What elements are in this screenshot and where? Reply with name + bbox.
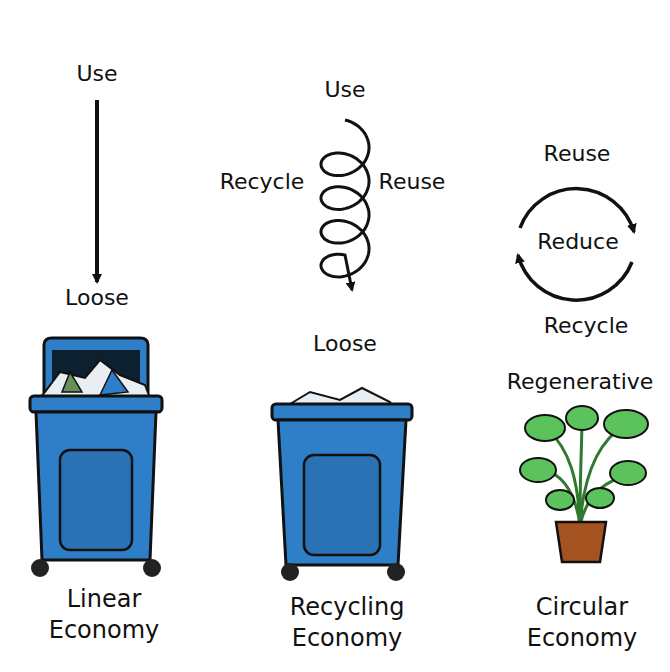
step-label: Recycle — [544, 312, 629, 341]
step-label: Reuse — [379, 168, 446, 197]
full-bin — [30, 338, 162, 577]
economy-title: Recycling Economy — [272, 592, 422, 654]
step-label: Use — [76, 60, 117, 89]
step-label: Loose — [313, 330, 377, 359]
linear-arrow — [95, 100, 99, 282]
potted-plant — [520, 406, 648, 562]
spiral-arrow — [321, 120, 369, 290]
recycling-bin — [272, 388, 412, 581]
cycle-arrow — [520, 189, 634, 232]
step-label: Reuse — [544, 140, 611, 169]
step-label: Reduce — [537, 228, 618, 257]
step-label: Loose — [65, 284, 129, 313]
step-label: Recycle — [220, 168, 305, 197]
economy-title: Circular Economy — [507, 592, 657, 654]
cycle-arrow — [518, 255, 632, 300]
step-label: Use — [324, 76, 365, 105]
step-label: Regenerative — [507, 368, 654, 397]
economy-title: Linear Economy — [29, 584, 179, 646]
